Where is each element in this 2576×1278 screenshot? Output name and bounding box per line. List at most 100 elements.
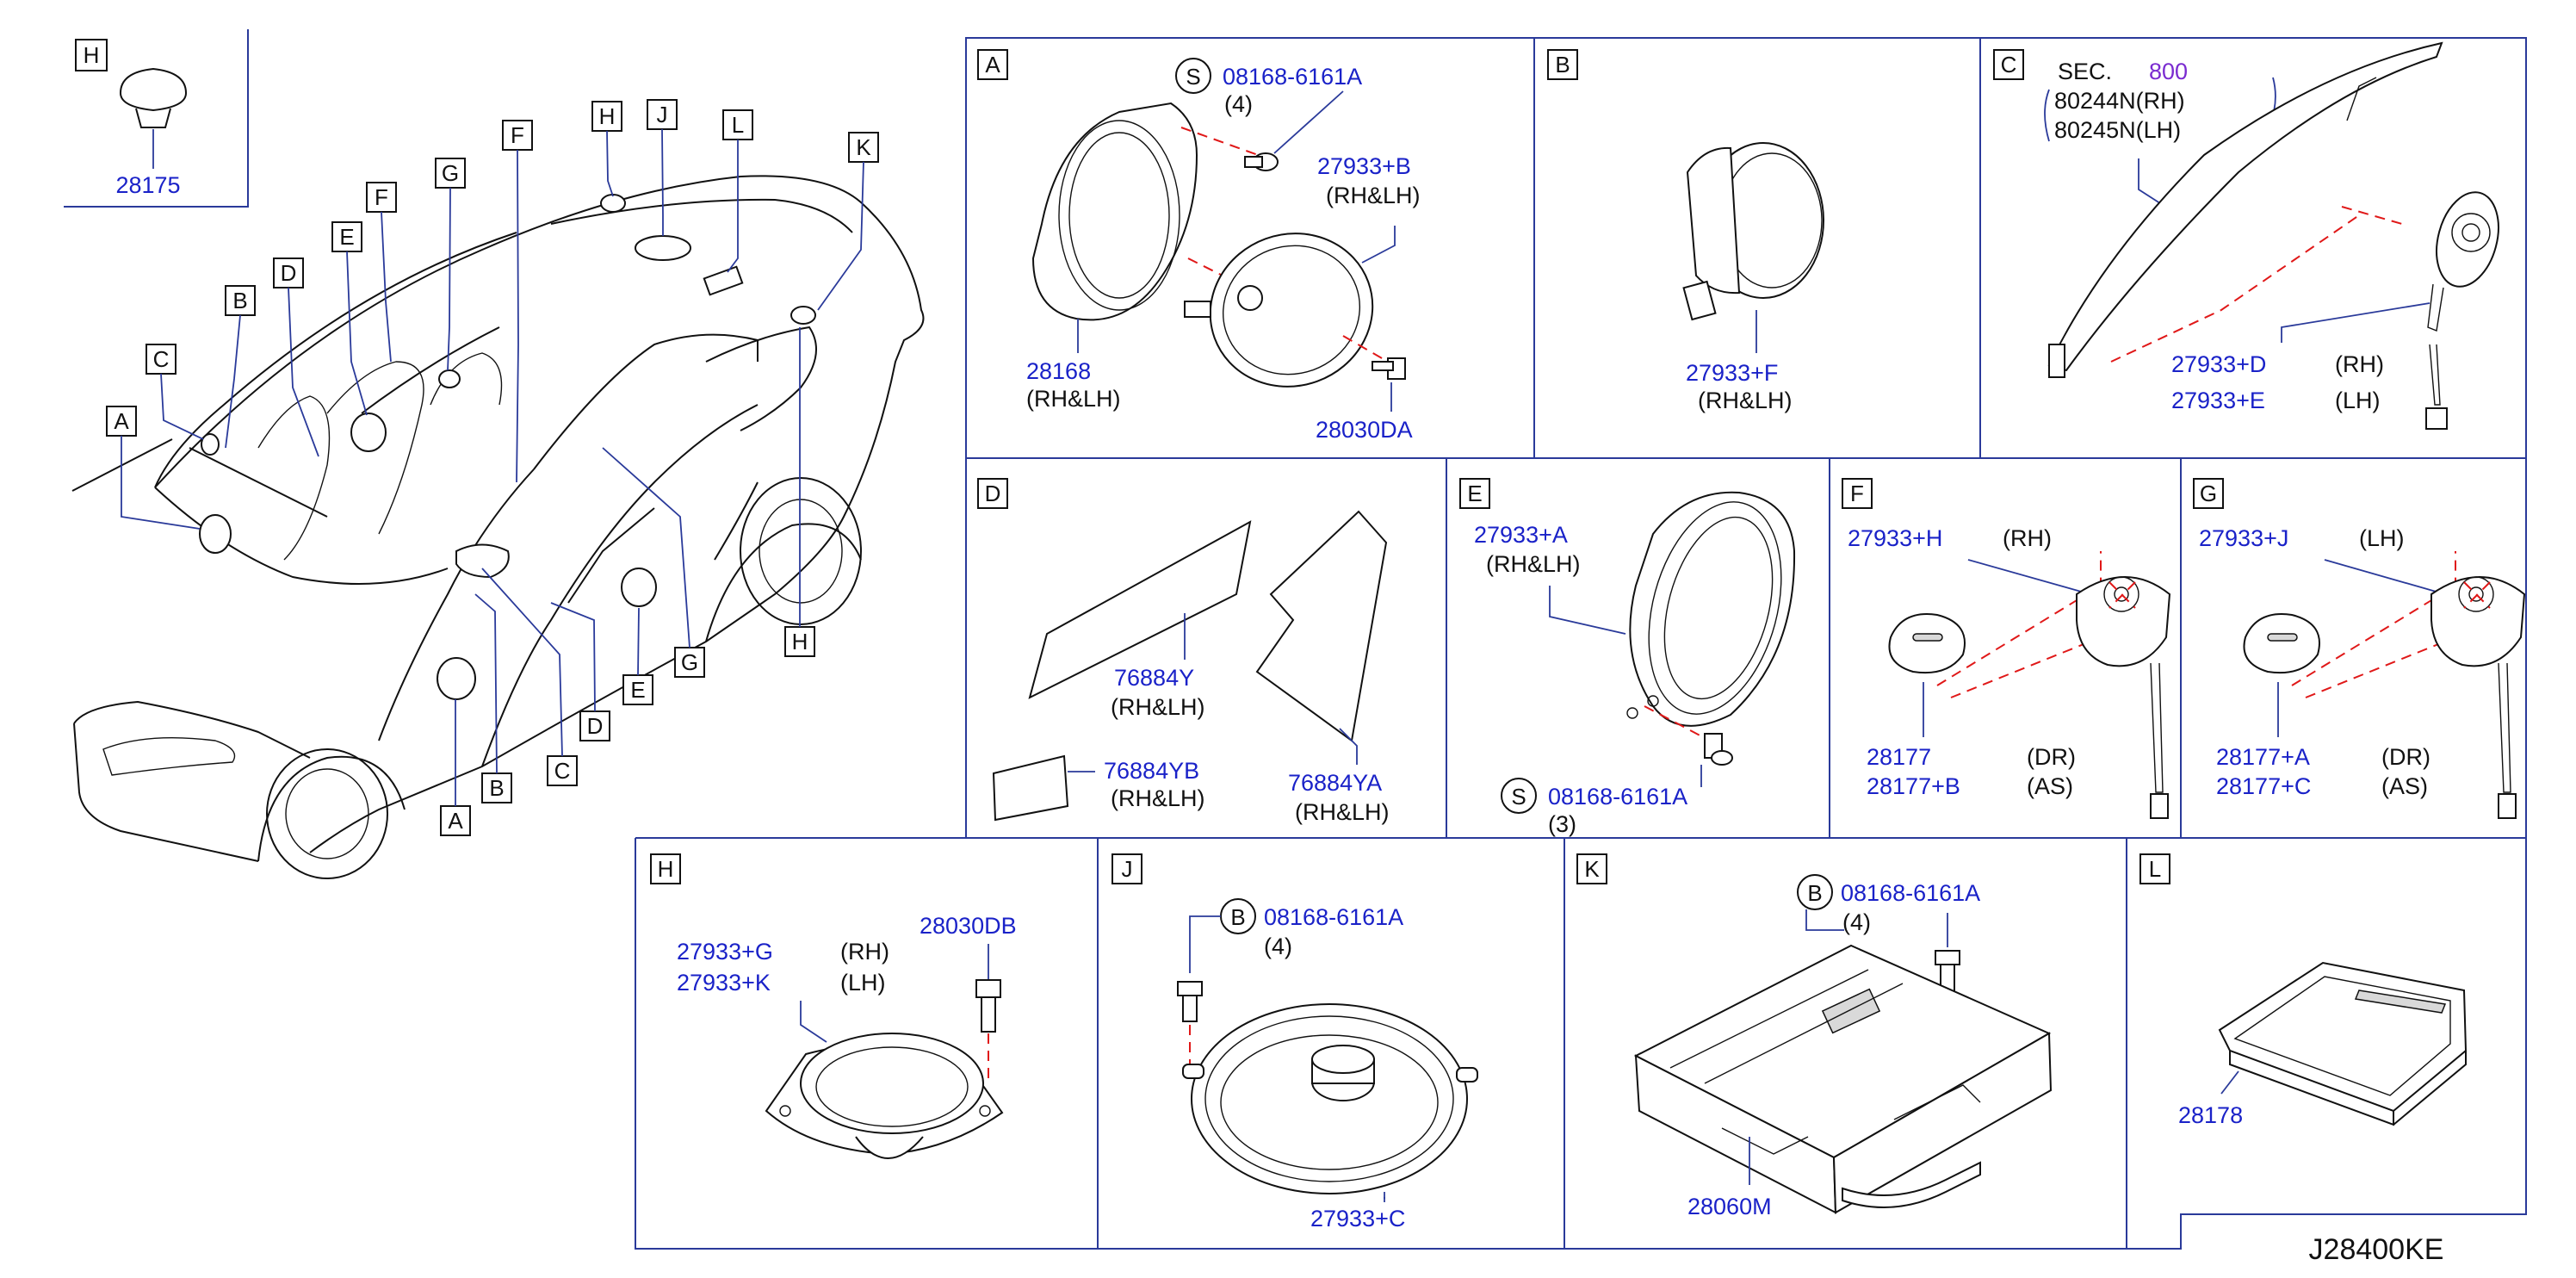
callout-e-right: E bbox=[630, 677, 645, 703]
clip-icon bbox=[119, 67, 188, 128]
cap-as-g: 28177+C bbox=[2216, 773, 2311, 799]
qty-k: (4) bbox=[1842, 909, 1871, 935]
sec-label: SEC. bbox=[2058, 59, 2112, 84]
callout-a-bottom: A bbox=[448, 808, 463, 834]
tag-lh-h: (LH) bbox=[840, 970, 886, 996]
tweeter-icon-f bbox=[2076, 576, 2171, 819]
panel-l: L 28178 bbox=[2139, 853, 2468, 1128]
panel-l-letter: L bbox=[2149, 856, 2161, 882]
side-27933a: (RH&LH) bbox=[1486, 551, 1581, 577]
cap-icon-f bbox=[1888, 613, 1966, 674]
panel-h: H 27933+G (RH) 27933+K (LH) 28030DB bbox=[650, 853, 1017, 1159]
callout-f-top: F bbox=[375, 184, 388, 210]
panel-e-letter: E bbox=[1467, 481, 1482, 506]
panel-j: J B 08168-6161A (4) 27933+C bbox=[1112, 853, 1478, 1231]
part-76884ya: 76884YA bbox=[1288, 770, 1382, 796]
callout-e-top: E bbox=[339, 224, 354, 250]
amplifier-icon bbox=[1633, 944, 2053, 1214]
screw-icon-e bbox=[1704, 733, 1733, 766]
panel-f-letter: F bbox=[1850, 481, 1864, 506]
part-08168-6161a-k: 08168-6161A bbox=[1841, 880, 1980, 906]
panel-g: G 27933+J (LH) 28177+A (DR) 28177+C (AS) bbox=[2193, 478, 2526, 819]
part-08168-6161a-j: 08168-6161A bbox=[1264, 904, 1403, 930]
tag-dr-f: (DR) bbox=[2027, 744, 2076, 770]
grille-cover-icon bbox=[2218, 961, 2468, 1126]
callout-letter-h: H bbox=[84, 42, 100, 68]
screw-symbol-s-e: S bbox=[1511, 784, 1526, 810]
screw-icon-j bbox=[1177, 981, 1203, 1022]
panel-a: A S 08168-6161A (4) 27933+B (RH&LH) bbox=[977, 49, 1421, 443]
part-27933h: 27933+H bbox=[1848, 525, 1942, 551]
part-27933g: 27933+G bbox=[677, 939, 773, 965]
bolt-icon-h bbox=[975, 979, 1001, 1033]
callout-h-top: H bbox=[599, 103, 616, 129]
diagram-code: J28400KE bbox=[2309, 1233, 2444, 1266]
glass-rh: 80244N(RH) bbox=[2054, 88, 2185, 114]
side-76884ya: (RH&LH) bbox=[1295, 799, 1390, 825]
callout-g-right: G bbox=[681, 649, 698, 675]
sec-number: 800 bbox=[2149, 59, 2188, 84]
callout-b-top: B bbox=[232, 288, 247, 313]
insulator-pad-ya bbox=[1255, 510, 1388, 742]
cap-as-f: 28177+B bbox=[1867, 773, 1960, 799]
speaker-icon-a bbox=[1184, 233, 1374, 388]
panel-h-letter: H bbox=[658, 856, 674, 882]
panel-b: B 27933+F (RH&LH) bbox=[1547, 49, 1824, 413]
window-glass-icon bbox=[2047, 41, 2443, 378]
panel-d-letter: D bbox=[985, 481, 1001, 506]
panel-b-letter: B bbox=[1555, 52, 1570, 78]
screw-icon bbox=[1244, 152, 1279, 171]
car-body-outline bbox=[71, 175, 925, 879]
tag-rh-h: (RH) bbox=[840, 939, 889, 965]
tweeter-icon-c bbox=[2425, 191, 2499, 430]
side-27933f: (RH&LH) bbox=[1698, 388, 1793, 413]
part-27933f: 27933+F bbox=[1686, 360, 1778, 386]
car-leaders bbox=[121, 128, 864, 806]
part-27933k: 27933+K bbox=[677, 970, 771, 996]
qty-e: (3) bbox=[1548, 811, 1576, 837]
part-27933e: 27933+E bbox=[2171, 388, 2265, 413]
callout-h-right: H bbox=[792, 629, 808, 655]
panel-f: F 27933+H (RH) 28177 (DR) 28177+B (AS) bbox=[1842, 478, 2171, 819]
screw-symbol-b-j: B bbox=[1230, 904, 1245, 930]
callout-g-top: G bbox=[442, 160, 459, 186]
panel-e: E 27933+A (RH&LH) S 08168-6161A (3) bbox=[1459, 478, 1796, 837]
tag-as-f: (AS) bbox=[2027, 773, 2073, 799]
tag-lh-c: (LH) bbox=[2335, 388, 2381, 413]
panel-c-letter: C bbox=[2001, 52, 2017, 78]
part-28168: 28168 bbox=[1026, 358, 1091, 384]
part-08168-6161a-e: 08168-6161A bbox=[1548, 784, 1687, 810]
speaker-ring-icon-e bbox=[1626, 491, 1796, 727]
panel-a-letter: A bbox=[985, 52, 1000, 78]
callout-d-bottom: D bbox=[587, 713, 604, 739]
panel-g-letter: G bbox=[2200, 481, 2217, 506]
callout-a-top: A bbox=[114, 408, 129, 434]
callout-c-top: C bbox=[153, 346, 170, 372]
part-08168-6161a-a: 08168-6161A bbox=[1223, 64, 1362, 90]
tweeter-icon-g bbox=[2430, 576, 2526, 819]
speaker-icon-j bbox=[1182, 1003, 1478, 1194]
part-27933j: 27933+J bbox=[2199, 525, 2288, 551]
speaker-bracket-icon bbox=[1031, 102, 1198, 321]
part-76884y: 76884Y bbox=[1114, 665, 1194, 691]
part-76884yb: 76884YB bbox=[1104, 758, 1199, 784]
part-28178: 28178 bbox=[2178, 1102, 2243, 1128]
callout-b-bottom: B bbox=[489, 775, 504, 801]
part-28030db: 28030DB bbox=[920, 913, 1017, 939]
part-28060m: 28060M bbox=[1687, 1194, 1772, 1219]
insulator-pad-y bbox=[1028, 520, 1252, 699]
glass-lh: 80245N(LH) bbox=[2054, 117, 2181, 143]
panel-c: C SEC. 800 80244N(RH) 80245N(LH) 27933+D… bbox=[1993, 41, 2499, 430]
panel-grid bbox=[64, 29, 2527, 1250]
callout-k-top: K bbox=[856, 134, 871, 160]
panel-d: D 76884Y (RH&LH) 76884YB (RH&LH) 76884YA… bbox=[977, 478, 1390, 825]
side-27933h: (RH) bbox=[2003, 525, 2052, 551]
qty-a: (4) bbox=[1224, 91, 1253, 117]
tag-rh-c: (RH) bbox=[2335, 351, 2384, 377]
side-76884yb: (RH&LH) bbox=[1111, 785, 1205, 811]
part-27933c: 27933+C bbox=[1310, 1206, 1405, 1231]
side-27933j: (LH) bbox=[2359, 525, 2405, 551]
part-number-28175: 28175 bbox=[115, 172, 180, 198]
